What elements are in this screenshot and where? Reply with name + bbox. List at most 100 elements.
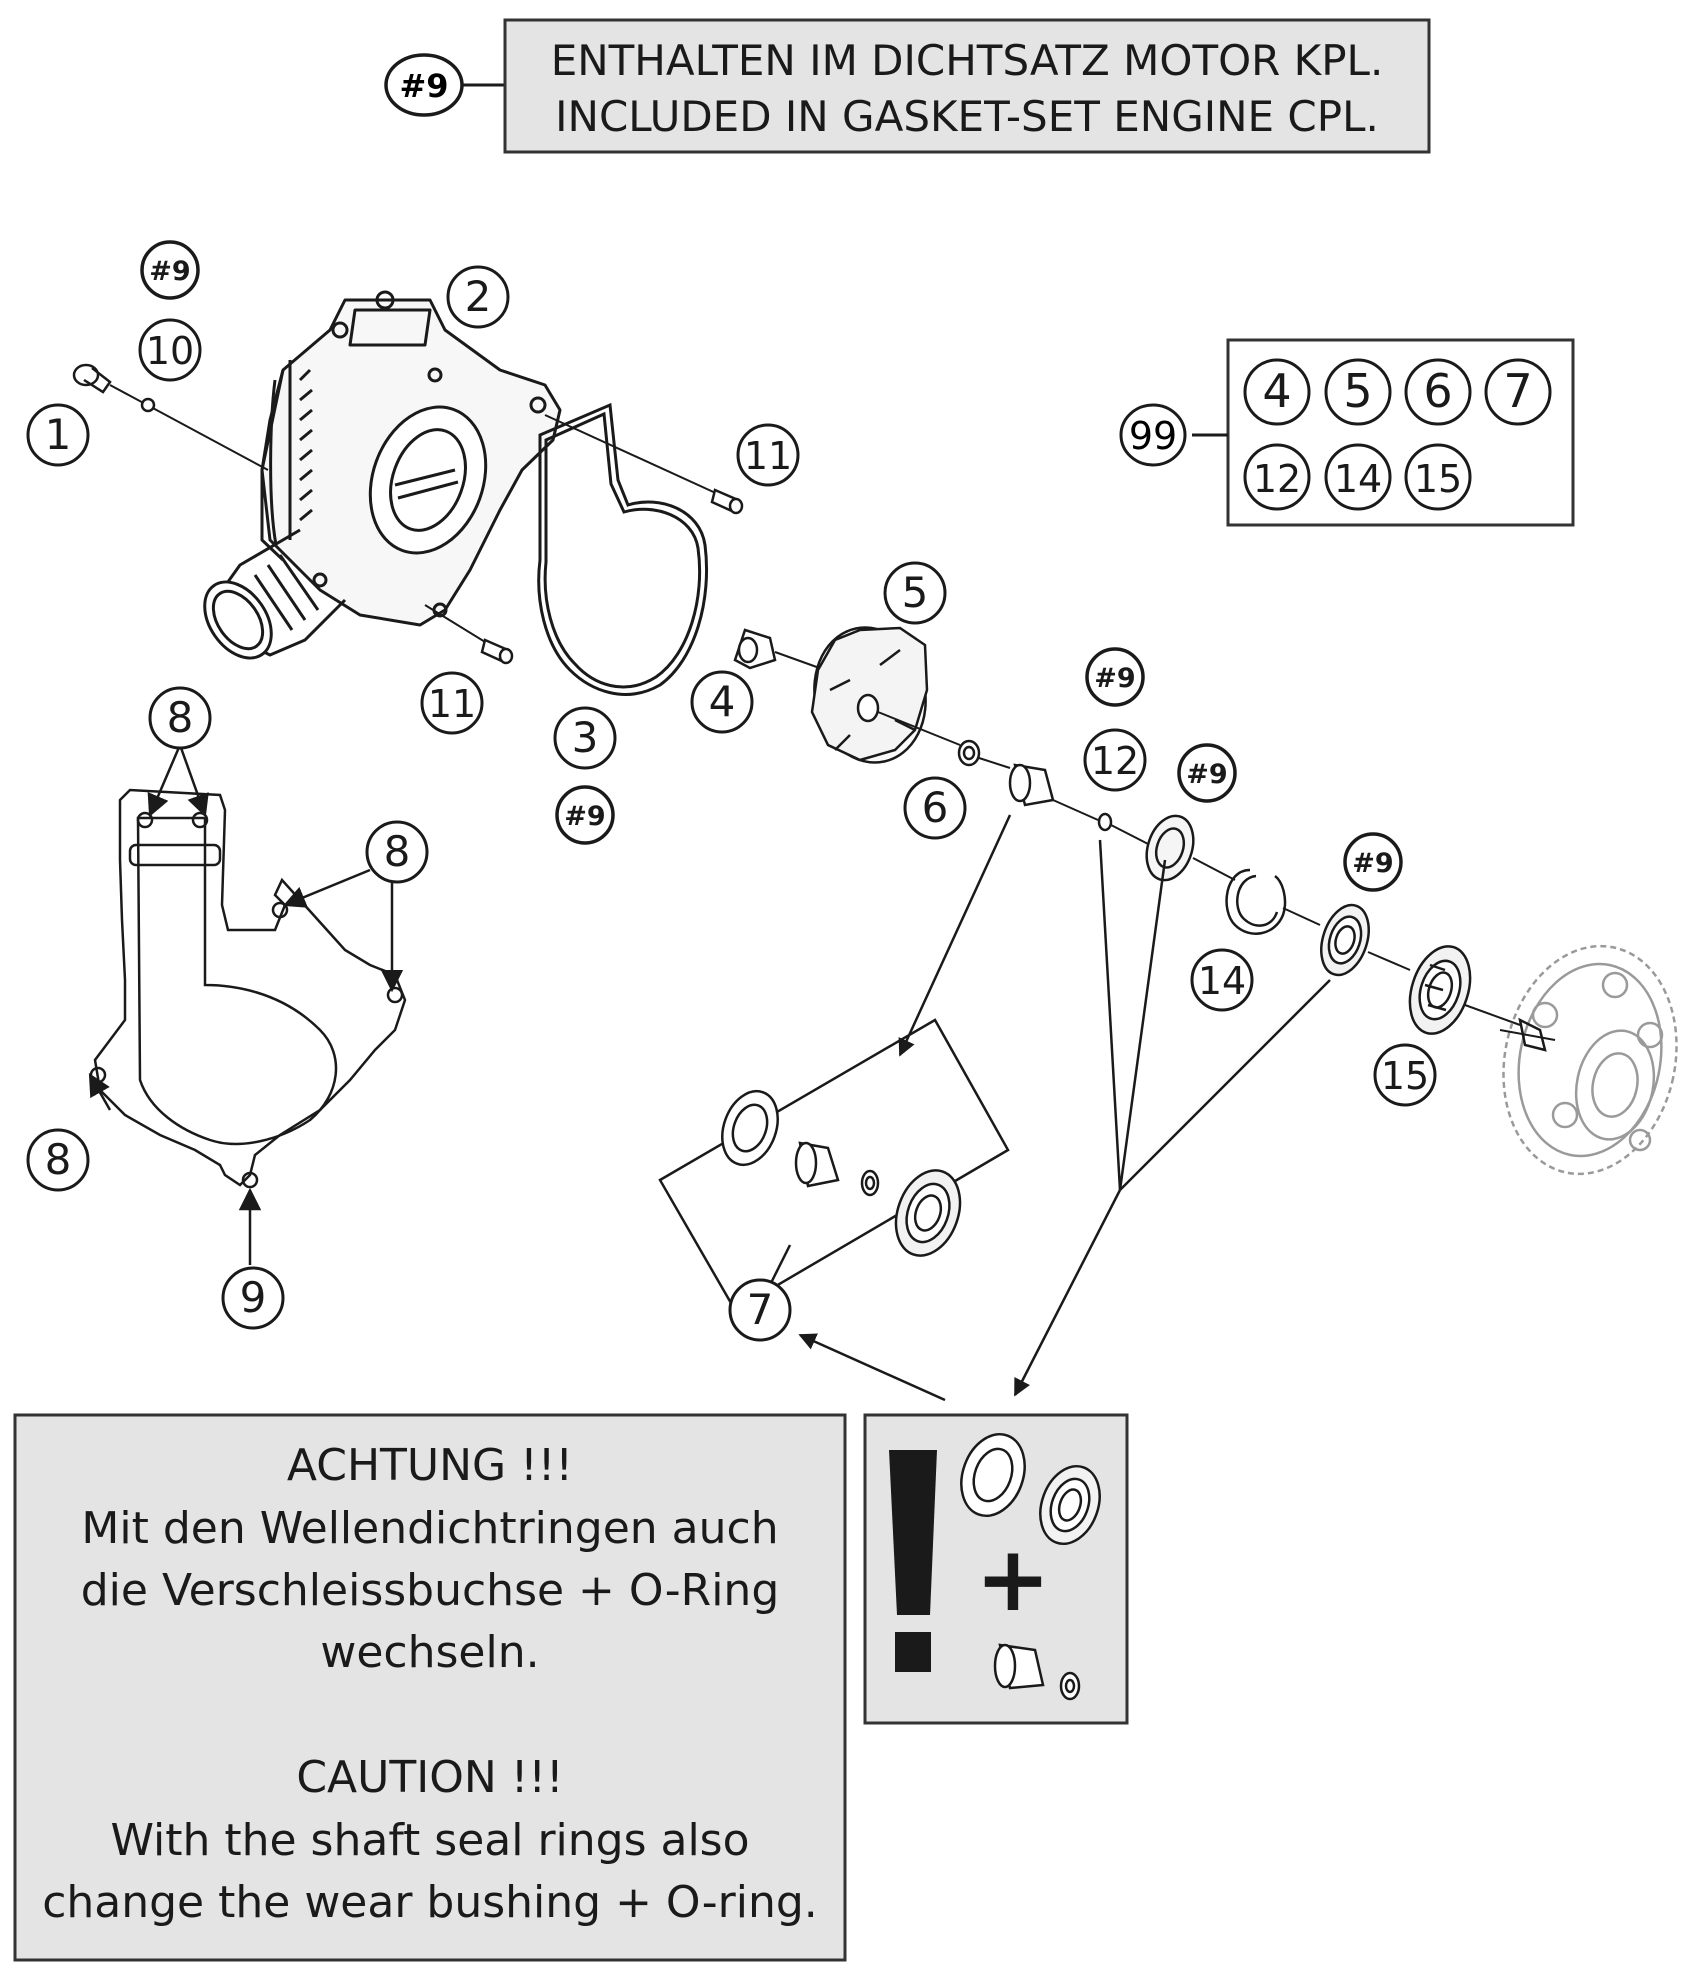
warning-en-title: CAUTION !!!: [296, 1752, 563, 1803]
callout-p14: 14: [1190, 948, 1254, 1012]
callout-p3: 3: [553, 706, 617, 770]
callout-p11b: 11: [420, 671, 484, 735]
callout-p6: 6: [903, 776, 967, 840]
callout-circle: [736, 423, 800, 487]
callout-g4: #9: [1177, 743, 1237, 803]
callout-p9: 9: [221, 1266, 285, 1330]
exclamation-icon: [889, 1450, 937, 1615]
kit-item-circle: [1243, 358, 1311, 426]
ref-9-badge: [384, 53, 464, 117]
header-note-line1: ENTHALTEN IM DICHTSATZ MOTOR KPL.: [551, 36, 1384, 85]
pump-cover-drawing: [203, 290, 562, 660]
callout-label: #9: [1352, 848, 1393, 879]
warning-panel: ACHTUNG !!! Mit den Wellendichtringen au…: [13, 1413, 847, 1962]
header-ref-label: #9: [399, 67, 448, 105]
callout-p1: 1: [26, 403, 90, 467]
kit-ref-label: 99: [1129, 414, 1177, 458]
callout-p7: 7: [728, 1278, 792, 1342]
callout-label: 15: [1381, 1054, 1429, 1098]
warning-icon-parts: [960, 1432, 1101, 1701]
header-note: #9 ENTHALTEN IM DICHTSATZ MOTOR KPL. INC…: [384, 18, 1431, 154]
kit-item-label: 15: [1414, 457, 1462, 501]
cover-gasket-outline: [89, 788, 407, 1189]
callout-label: 11: [744, 434, 792, 478]
header-note-line2: INCLUDED IN GASKET-SET ENGINE CPL.: [555, 92, 1379, 141]
leader-lines: [88, 744, 1556, 1402]
callout-label: 14: [1198, 959, 1246, 1003]
callout-p10: 10: [138, 318, 202, 382]
callout-label: 8: [45, 1135, 72, 1184]
callout-p4: 4: [690, 670, 754, 734]
kit-item-circle: [1324, 358, 1392, 426]
callout-label: #9: [1186, 759, 1227, 790]
callout-g2: #9: [555, 785, 615, 845]
kit-item-label: 7: [1503, 364, 1532, 418]
exclamation-dot: [895, 1632, 931, 1672]
callout-p5: 5: [883, 561, 947, 625]
kit-item-circle: [1404, 358, 1472, 426]
kit-item-label: 5: [1343, 364, 1372, 418]
callout-circle: [148, 686, 212, 750]
kit-item-circle: [1324, 443, 1392, 511]
callout-label: 11: [428, 682, 476, 726]
callout-circle: [446, 265, 510, 329]
callout-circle: [553, 706, 617, 770]
callout-p8b: 8: [365, 820, 429, 884]
callout-circle: [690, 670, 754, 734]
callout-label: 5: [902, 568, 929, 617]
callout-circle: [26, 403, 90, 467]
callout-g3: #9: [1085, 647, 1145, 707]
callout-p12: 12: [1083, 728, 1147, 792]
callout-label: 8: [167, 693, 194, 742]
callout-label: 2: [465, 272, 492, 321]
callout-label: 3: [572, 713, 599, 762]
callout-circle: [1343, 832, 1403, 892]
warning-de-line1: Mit den Wellendichtringen auch: [81, 1503, 778, 1554]
callout-circle: [365, 820, 429, 884]
plus-sign: +: [975, 1527, 1050, 1632]
callout-circle: [728, 1278, 792, 1342]
callout-label: 7: [747, 1285, 774, 1334]
impeller-5-drawing: [733, 626, 961, 764]
callout-circle: [1085, 647, 1145, 707]
callout-circle: [883, 561, 947, 625]
callout-p2: 2: [446, 265, 510, 329]
callout-circle: [1190, 948, 1254, 1012]
callout-circle: [420, 671, 484, 735]
callout-label: 1: [45, 410, 72, 459]
warning-en-line1: With the shaft seal rings also: [110, 1815, 749, 1866]
warning-de-title: ACHTUNG !!!: [287, 1440, 573, 1491]
callout-label: #9: [149, 256, 190, 287]
callout-label: #9: [1094, 663, 1135, 694]
callout-circle: [140, 240, 200, 300]
callout-label: 4: [709, 677, 736, 726]
gasket-3-drawing: [537, 402, 709, 696]
callout-p8c: 8: [26, 1128, 90, 1192]
kit-item-label: 14: [1334, 457, 1382, 501]
kit-item-circle: [1243, 443, 1311, 511]
kit-item-label: 4: [1262, 364, 1291, 418]
kit-item-label: 6: [1423, 364, 1452, 418]
warning-de-line3: wechseln.: [320, 1627, 539, 1678]
kit-ref-circle: [1119, 403, 1187, 467]
bolt-1-drawing: [72, 363, 269, 471]
callout-circle: [903, 776, 967, 840]
callout-g5: #9: [1343, 832, 1403, 892]
callout-label: 8: [384, 827, 411, 876]
seal-kit-7-drawing: [658, 1018, 1010, 1312]
warning-de-line2: die Verschleissbuchse + O-Ring: [81, 1565, 780, 1616]
callout-label: 6: [922, 783, 949, 832]
callout-label: 10: [146, 329, 194, 373]
callout-circle: [1373, 1043, 1437, 1107]
drive-gear-drawing: [1502, 944, 1678, 1176]
warning-box: [13, 1413, 847, 1962]
kit-item-label: 12: [1253, 457, 1301, 501]
callout-circle: [138, 318, 202, 382]
callout-label: #9: [564, 801, 605, 832]
callout-p11a: 11: [736, 423, 800, 487]
warning-icon-panel: +: [863, 1413, 1129, 1725]
shaft-parts-drawing: [957, 739, 1521, 1035]
